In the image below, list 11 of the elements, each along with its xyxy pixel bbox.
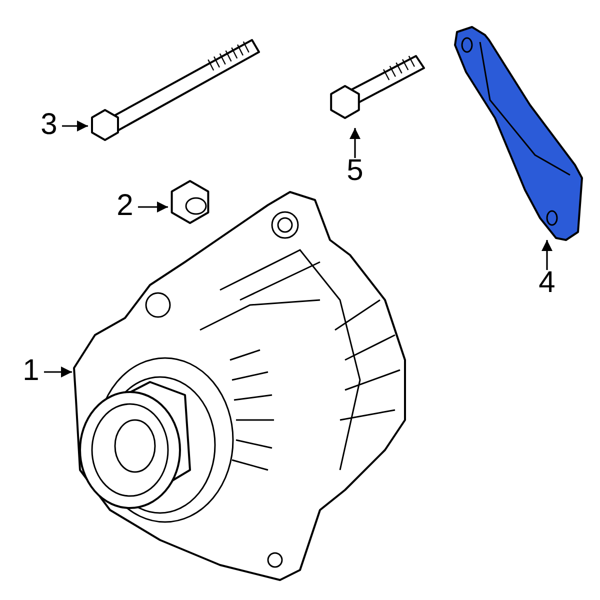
leader-line — [349, 128, 361, 158]
callout-number: 1 — [16, 356, 46, 388]
callout-number: 5 — [340, 156, 370, 188]
leader-line — [541, 240, 553, 270]
bolt-drawing — [88, 36, 260, 142]
callout-number: 2 — [110, 191, 140, 223]
leader-line — [62, 120, 88, 132]
leader-line — [44, 366, 72, 378]
callout-number: 3 — [34, 110, 64, 142]
callout-number: 4 — [532, 268, 562, 300]
leader-line — [138, 201, 168, 213]
